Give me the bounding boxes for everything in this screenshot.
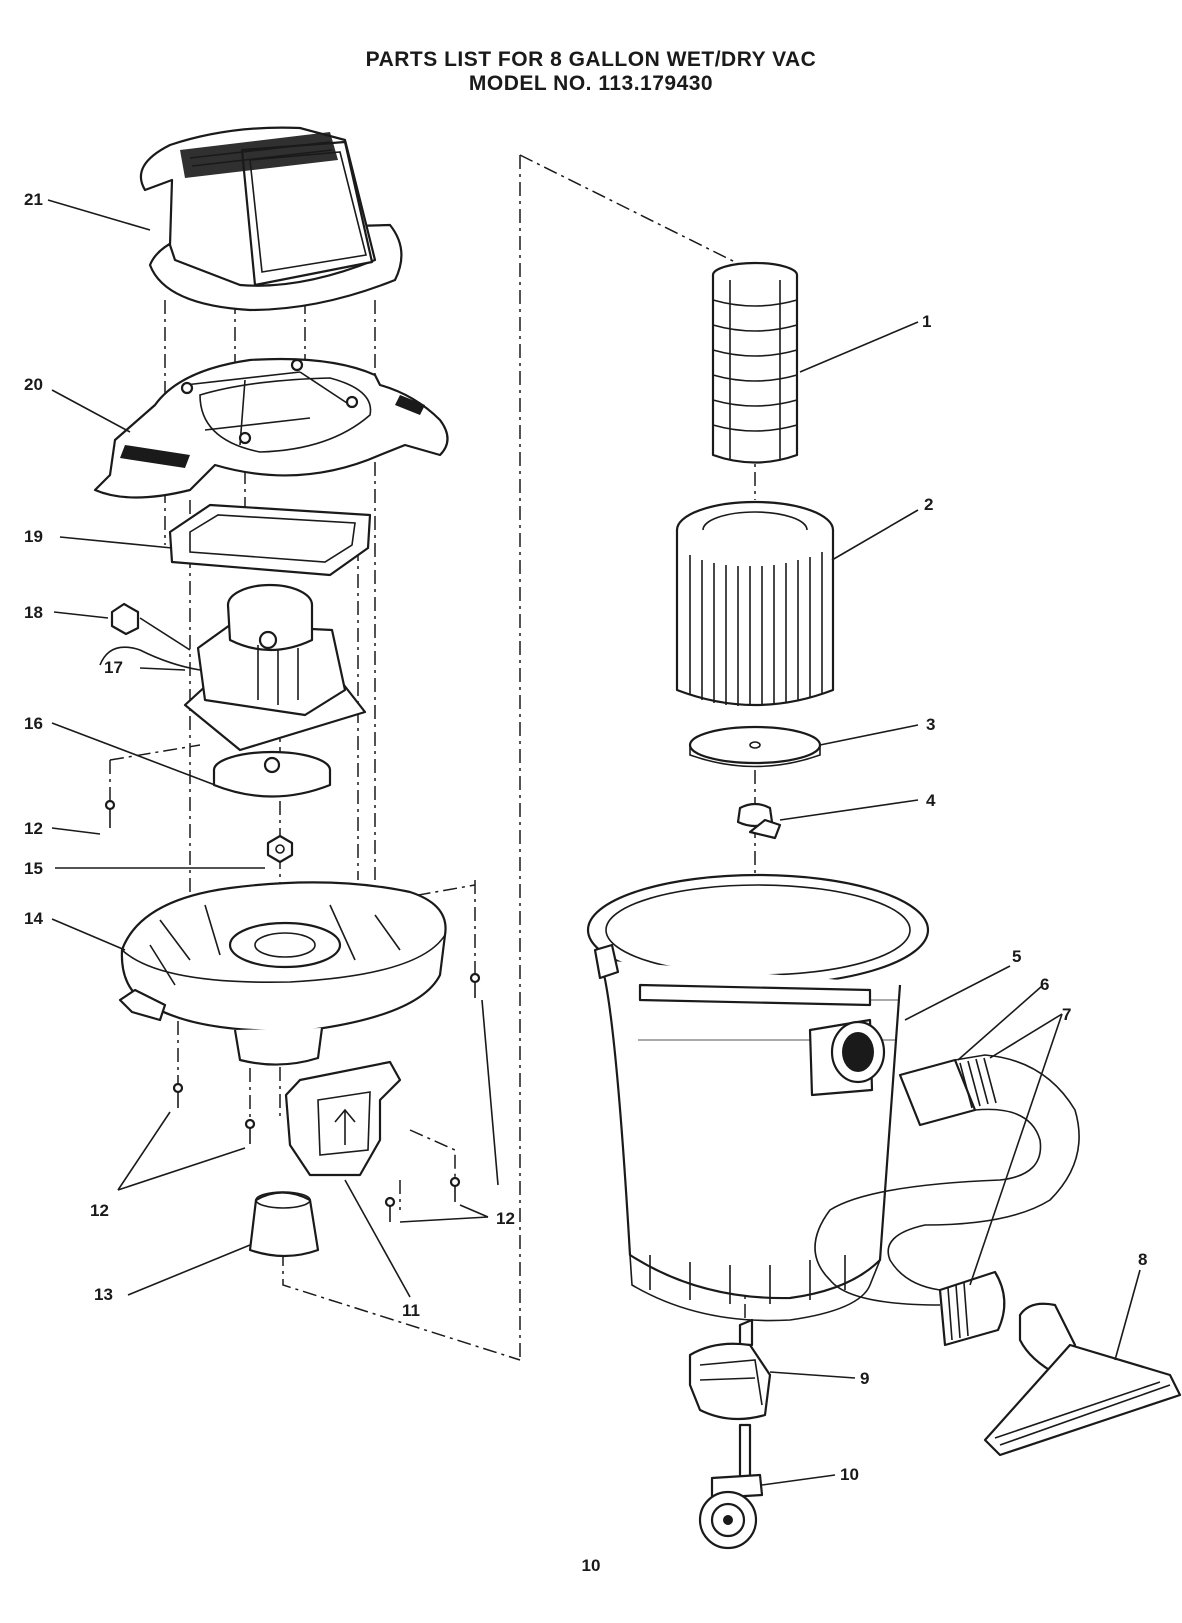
part-6-7-hose: [814, 1054, 1080, 1347]
part-1-filter-cage: [711, 261, 799, 464]
part-20-motor-housing: [93, 357, 449, 499]
part-12-screws: [104, 799, 481, 1222]
part-21-motor-cover: [139, 126, 403, 312]
part-18-switch: [110, 602, 191, 651]
callout-12-c: 12: [496, 1209, 515, 1228]
screw-a: [104, 799, 116, 828]
part-4-float: [736, 802, 782, 840]
screw-b: [469, 972, 481, 998]
callout-14: 14: [24, 909, 43, 928]
leader-lines: [47, 199, 1141, 1486]
screw-f: [384, 1196, 396, 1222]
alignment-lines: [109, 154, 756, 1480]
callout-21: 21: [24, 190, 43, 209]
diagram-title: PARTS LIST FOR 8 GALLON WET/DRY VAC MODE…: [0, 48, 1182, 96]
callout-13: 13: [94, 1285, 113, 1304]
part-3-filter-plate: [688, 725, 822, 768]
callout-11: 11: [402, 1301, 420, 1320]
callout-10: 10: [840, 1465, 859, 1484]
callout-3: 3: [926, 715, 935, 734]
callout-2: 2: [924, 495, 933, 514]
callouts: 21 20 19 18 17 16 12 15 14 12 12 12 13 1…: [24, 190, 1147, 1484]
callout-16: 16: [24, 714, 43, 733]
title-line-1: PARTS LIST FOR 8 GALLON WET/DRY VAC: [365, 48, 817, 71]
callout-12-b: 12: [90, 1201, 109, 1220]
part-2-cartridge-filter: [675, 500, 835, 707]
part-8-floor-nozzle: [983, 1302, 1182, 1457]
screw-e: [449, 1176, 461, 1202]
callout-18: 18: [24, 603, 43, 622]
part-15-nut: [266, 834, 294, 864]
part-19-gasket: [168, 503, 372, 577]
callout-5: 5: [1012, 947, 1021, 966]
filter-pleats: [689, 552, 823, 706]
screw-c: [172, 1082, 184, 1108]
part-9-caster-socket: [688, 1318, 772, 1421]
callout-8: 8: [1138, 1250, 1147, 1269]
part-14-mount-plate: [118, 881, 447, 1066]
callout-4: 4: [926, 791, 936, 810]
callout-9: 9: [860, 1369, 869, 1388]
part-16-impeller: [212, 750, 332, 798]
part-17-motor: [99, 583, 367, 752]
callout-17: 17: [104, 658, 123, 677]
callout-6: 6: [1040, 975, 1049, 994]
page-number: 10: [581, 1556, 601, 1575]
title-line-2: MODEL NO. 113.179430: [468, 72, 714, 95]
callout-12-a: 12: [24, 819, 43, 838]
part-5-tank: [586, 873, 930, 1322]
part-13-cap: [248, 1191, 320, 1258]
callout-15: 15: [24, 859, 43, 878]
callout-1: 1: [922, 312, 931, 331]
callout-19: 19: [24, 527, 43, 546]
part-11-handle: [284, 1060, 402, 1177]
callout-7: 7: [1062, 1005, 1071, 1024]
part-10-caster: [698, 1423, 764, 1550]
screw-d: [244, 1118, 256, 1144]
callout-20: 20: [24, 375, 43, 394]
